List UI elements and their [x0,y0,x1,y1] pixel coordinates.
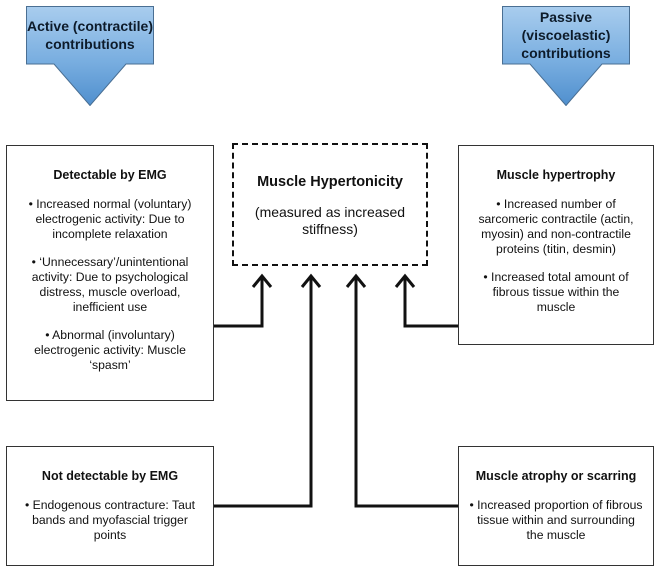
bullet-item: • Abnormal (involuntary) electrogenic ac… [34,328,186,372]
active-contributions-label: Active (contractile) contributions [26,18,154,52]
bullet-item: • Increased total amount of fibrous tiss… [483,270,629,314]
connector-emg-detectable [212,276,264,328]
bullet-item: • Increased number of sarcomeric contrac… [478,197,634,256]
connector-emg-not-detectable [212,276,313,508]
box-title: Detectable by EMG [53,168,167,182]
arrowhead-4 [394,273,416,288]
bullet-item: • Endogenous contracture: Taut bands and… [24,498,196,542]
detectable-by-emg-box: Detectable by EMG • Increased normal (vo… [6,145,214,401]
bullet-item: • ‘Unnecessary’/unintentional activity: … [31,255,189,314]
box-title: Muscle hypertrophy [496,168,616,182]
bullet-item: • Increased proportion of fibrous tissue… [469,498,643,542]
muscle-atrophy-box: Muscle atrophy or scarring • Increased p… [458,446,654,566]
muscle-hypertrophy-box: Muscle hypertrophy • Increased number of… [458,145,654,345]
arrowhead-2 [300,273,322,288]
connector-hypertrophy [403,276,460,328]
arrowhead-1 [251,273,273,288]
muscle-hypertonicity-box: Muscle Hypertonicity (measured as increa… [232,143,428,266]
bullet-item: • Increased normal (voluntary) electroge… [28,197,192,241]
box-title: Muscle atrophy or scarring [475,469,637,483]
active-contributions-arrow: Active (contractile) contributions [26,6,154,106]
arrowhead-3 [345,273,367,288]
connector-atrophy [354,276,460,508]
center-title: Muscle Hypertonicity [257,174,403,190]
box-title: Not detectable by EMG [41,469,179,483]
not-detectable-by-emg-box: Not detectable by EMG • Endogenous contr… [6,446,214,566]
passive-contributions-label: Passive (viscoelastic) contributions [521,9,611,61]
center-subtitle: (measured as increased stiffness) [254,204,406,237]
